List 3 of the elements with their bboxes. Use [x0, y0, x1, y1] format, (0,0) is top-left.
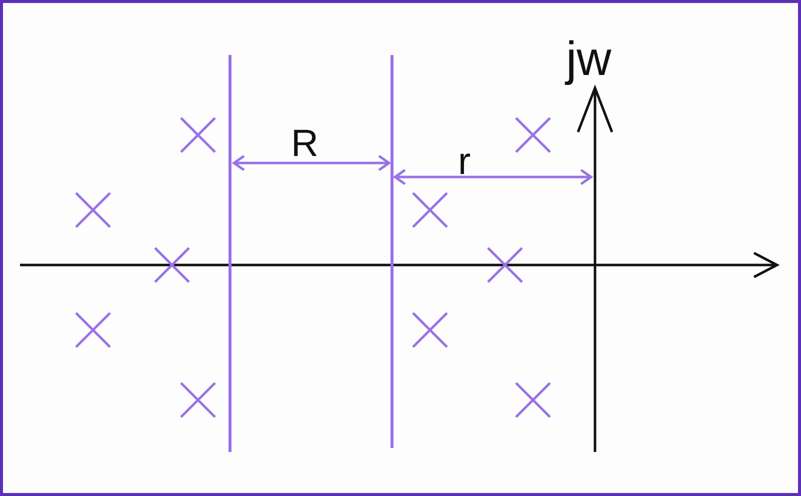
axis-label: r: [458, 143, 471, 181]
axis-label: R: [291, 125, 318, 163]
axis-label: jw: [566, 36, 612, 84]
